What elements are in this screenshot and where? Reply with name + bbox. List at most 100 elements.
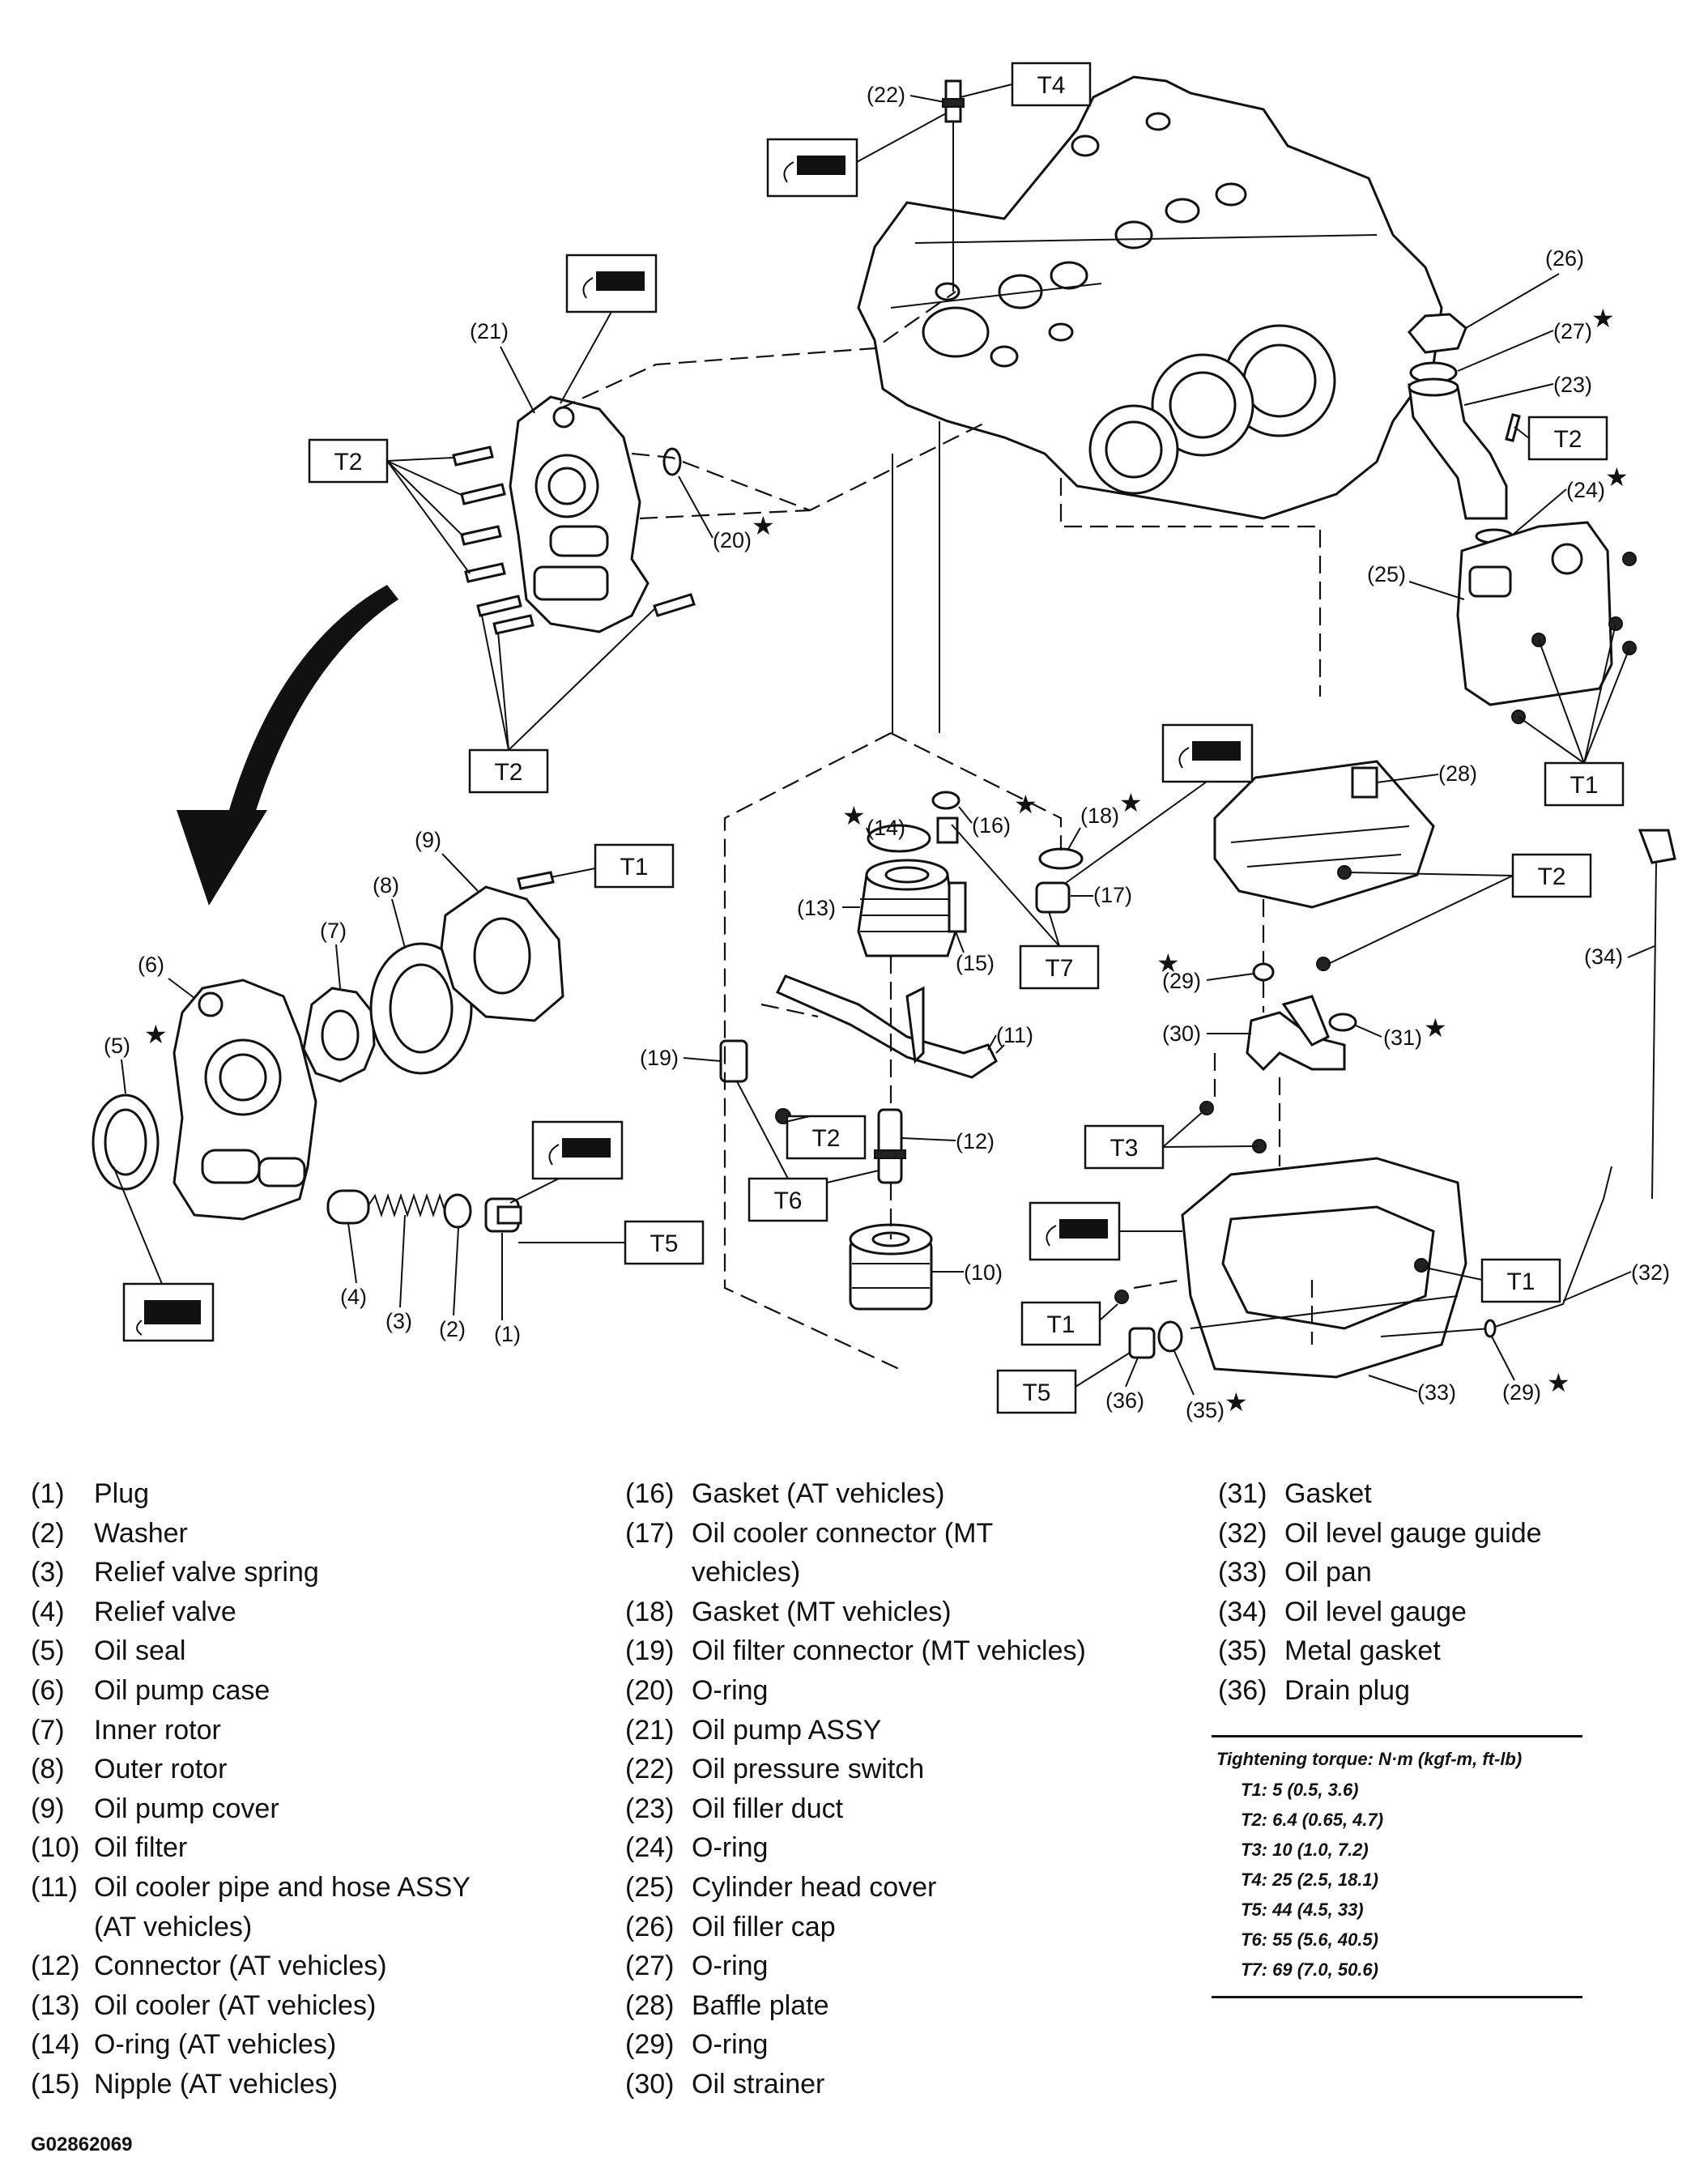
legend-item: (19)Oil filter connector (MT vehicles): [625, 1631, 1086, 1671]
svg-text:(2): (2): [439, 1317, 466, 1341]
legend-item-label: Oil level gauge: [1284, 1596, 1467, 1627]
baffle-plate: [1213, 760, 1435, 909]
legend-item-label: Oil pump cover: [94, 1793, 279, 1824]
svg-text:(33): (33): [1417, 1380, 1456, 1405]
svg-text:(22): (22): [867, 83, 905, 107]
legend-item-label: Metal gasket: [1284, 1635, 1441, 1667]
sealant-icon: [560, 254, 658, 404]
legend-item-number: (14): [31, 2029, 80, 2061]
parts-legend: (1)Plug(2)Washer(3)Relief valve spring(4…: [0, 1474, 1708, 2122]
legend-item-number: (16): [625, 1478, 675, 1509]
svg-text:(18): (18): [1080, 804, 1119, 828]
legend-item-label: O-ring: [692, 2029, 769, 2061]
legend-item-label: Plug: [94, 1478, 150, 1509]
legend-item: (20)O-ring: [625, 1671, 1086, 1711]
legend-item: (AT vehicles): [31, 1908, 471, 1947]
legend-item-number: (2): [31, 1517, 65, 1549]
legend-item-label: O-ring: [692, 1832, 769, 1864]
legend-item-label: Connector (AT vehicles): [94, 1951, 387, 1982]
svg-text:(26): (26): [1545, 246, 1584, 271]
legend-item-label: Gasket (MT vehicles): [692, 1596, 952, 1627]
legend-item-number: (10): [31, 1832, 80, 1864]
legend-item-number: (36): [1218, 1674, 1267, 1706]
svg-text:(12): (12): [956, 1129, 995, 1153]
oil-pressure-switch: [942, 79, 965, 292]
svg-text:T4: T4: [1037, 72, 1065, 99]
torque-row: T4: 25 (2.5, 18.1): [1241, 1870, 1378, 1890]
svg-text:T1: T1: [620, 854, 648, 880]
torque-box-t7: T7: [951, 824, 1100, 990]
relief-valve-spring: [368, 1192, 447, 1218]
legend-item: (22)Oil pressure switch: [625, 1750, 1086, 1789]
torque-box-t2-cover: T2: [1514, 416, 1608, 461]
legend-item-label: Oil pump case: [94, 1674, 270, 1706]
washer: [443, 1193, 472, 1229]
outer-rotor: [369, 942, 473, 1075]
o-ring-20: [662, 447, 682, 476]
pan-bolts: [1114, 865, 1429, 1304]
legend-item-number: (4): [31, 1596, 65, 1627]
svg-text:(27): (27): [1553, 319, 1592, 343]
sealant-icon: [1065, 723, 1254, 884]
legend-item: (21)Oil pump ASSY: [625, 1711, 1086, 1750]
svg-text:(32): (32): [1631, 1260, 1670, 1285]
drain-plug: [1128, 1327, 1156, 1359]
svg-text:(13): (13): [797, 896, 836, 920]
legend-item: (29)O-ring: [625, 2025, 1086, 2065]
oil-filler-duct: [1408, 377, 1508, 520]
legend-item: (7)Inner rotor: [31, 1711, 471, 1750]
svg-text:(4): (4): [340, 1285, 367, 1309]
svg-text:★: ★: [1014, 790, 1037, 819]
legend-column-1: (1)Plug(2)Washer(3)Relief valve spring(4…: [31, 1474, 471, 2104]
svg-text:★: ★: [1156, 949, 1180, 978]
svg-text:T2: T2: [1537, 863, 1565, 890]
legend-item-number: (26): [625, 1911, 675, 1942]
svg-text:(1): (1): [494, 1322, 521, 1346]
svg-text:★: ★: [1547, 1368, 1570, 1397]
svg-text:(3): (3): [385, 1309, 412, 1333]
svg-text:(36): (36): [1105, 1388, 1144, 1413]
legend-item-label: (AT vehicles): [94, 1911, 253, 1942]
svg-text:★: ★: [1225, 1388, 1248, 1417]
svg-text:(10): (10): [964, 1260, 1003, 1285]
svg-text:T2: T2: [811, 1125, 840, 1152]
legend-item-number: (18): [625, 1596, 675, 1627]
legend-item-number: (31): [1218, 1478, 1267, 1509]
torque-box-t2-pump-lower: T2: [468, 607, 657, 794]
svg-text:★: ★: [144, 1020, 168, 1049]
o-ring-29a: [1252, 962, 1275, 982]
legend-item-number: (22): [625, 1754, 675, 1785]
gasket-16: [931, 791, 960, 810]
legend-item-label: Drain plug: [1284, 1674, 1410, 1706]
legend-item: (35) Metal gasket: [1218, 1631, 1542, 1671]
legend-item-number: (23): [625, 1793, 675, 1824]
torque-box-t5-pan: T5: [996, 1352, 1131, 1414]
legend-item-number: (1): [31, 1478, 65, 1509]
legend-item-number: (32): [1218, 1517, 1267, 1549]
gasket-18: [1038, 847, 1084, 870]
legend-item: (33)Oil pan: [1218, 1553, 1542, 1592]
legend-item-number: (13): [31, 1989, 80, 2021]
torque-box-t1-pump-cover: T1: [594, 843, 675, 889]
legend-item-label: Baffle plate: [692, 1989, 829, 2021]
legend-item: (12)Connector (AT vehicles): [31, 1946, 471, 1986]
legend-item-label: Oil cooler connector (MT: [692, 1517, 994, 1549]
legend-item-number: (35): [1218, 1635, 1267, 1667]
legend-item-number: (21): [625, 1714, 675, 1746]
oil-pump-cover: [440, 871, 564, 1022]
connector-12: [874, 1108, 906, 1184]
legend-item-number: (34): [1218, 1596, 1267, 1627]
torque-box-t2-cooler: T2: [785, 1115, 867, 1160]
sealant-icon: [1029, 1201, 1182, 1261]
torque-box-t2-pump: T2: [308, 438, 471, 574]
o-ring-14: [867, 824, 931, 853]
legend-item-number: [31, 1908, 94, 1947]
legend-item-label: Gasket (AT vehicles): [692, 1478, 945, 1509]
oil-pump-bolts: [452, 446, 696, 635]
svg-text:★: ★: [1605, 463, 1629, 492]
legend-item: (26)Oil filler cap: [625, 1908, 1086, 1947]
svg-text:T1: T1: [1046, 1311, 1075, 1338]
legend-item: (36) Drain plug: [1218, 1671, 1542, 1711]
svg-text:T2: T2: [494, 759, 522, 786]
svg-text:(23): (23): [1553, 373, 1592, 397]
